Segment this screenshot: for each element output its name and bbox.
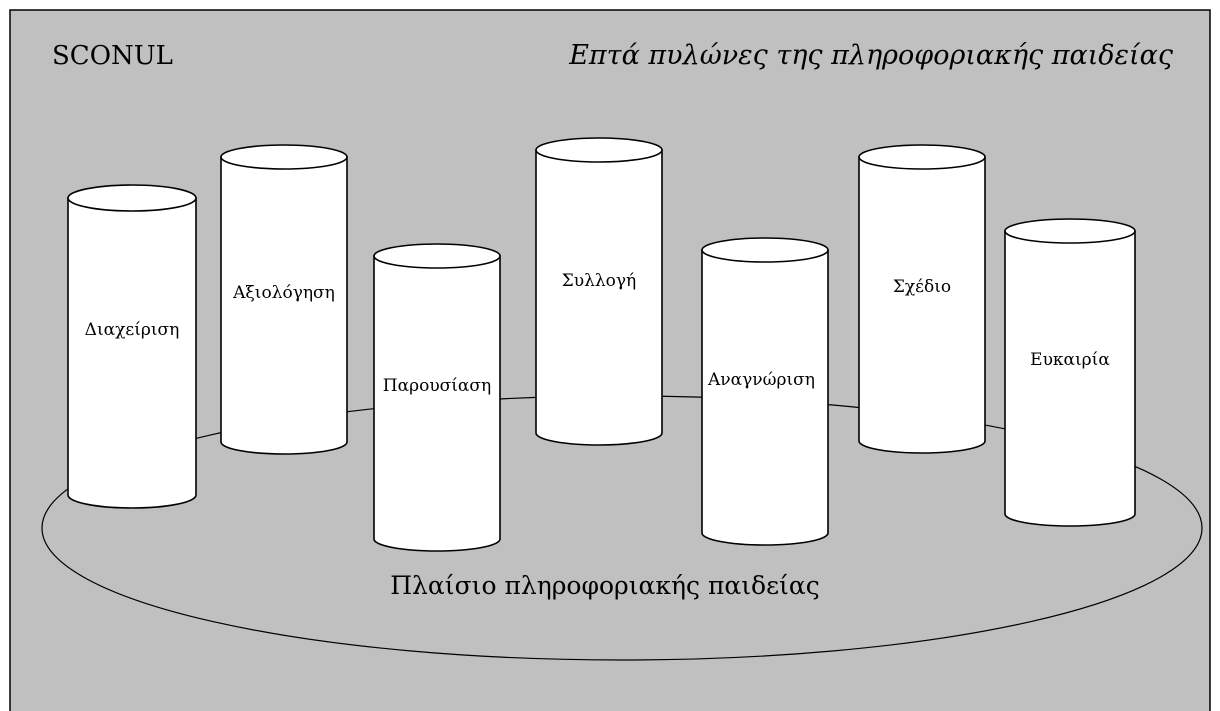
pillar-diaxeirisi: Διαχείριση <box>67 184 197 509</box>
pillar-label: Αναγνώριση <box>707 370 815 390</box>
pillar-label: Σχέδιο <box>893 277 951 297</box>
framework-base-label: Πλαίσιο πληροφοριακής παιδείας <box>390 571 820 600</box>
pillar-body <box>220 156 348 455</box>
pillar-syllogi: Συλλογή <box>535 137 663 446</box>
sconul-title: SCONUL <box>52 41 173 71</box>
pillar-schedio: Σχέδιο <box>858 144 986 454</box>
pillar-anagnorisi: Αναγνώριση <box>701 237 829 546</box>
pillar-body <box>858 156 986 454</box>
pillar-body <box>1004 230 1136 527</box>
pillar-cap <box>220 144 348 170</box>
pillar-axiologisi: Αξιολόγηση <box>220 144 348 455</box>
pillar-body <box>67 197 197 509</box>
pillar-cap <box>67 184 197 212</box>
pillar-cap <box>858 144 986 170</box>
pillar-cap <box>535 137 663 163</box>
pillar-cap <box>1004 218 1136 244</box>
pillar-label: Διαχείριση <box>85 320 180 340</box>
pillar-body <box>701 249 829 546</box>
pillar-eukairia: Ευκαιρία <box>1004 218 1136 527</box>
pillar-parousiasi: Παρουσίαση <box>373 243 501 552</box>
pillar-cap <box>701 237 829 263</box>
pillar-body <box>373 255 501 552</box>
pillar-label: Παρουσίαση <box>383 376 491 396</box>
pillar-label: Αξιολόγηση <box>232 283 335 303</box>
pillar-label: Συλλογή <box>562 271 636 291</box>
pillar-cap <box>373 243 501 269</box>
pillar-label: Ευκαιρία <box>1030 350 1110 370</box>
pillar-body <box>535 149 663 446</box>
seven-pillars-title: Επτά πυλώνες της πληροφοριακής παιδείας <box>568 40 1174 71</box>
